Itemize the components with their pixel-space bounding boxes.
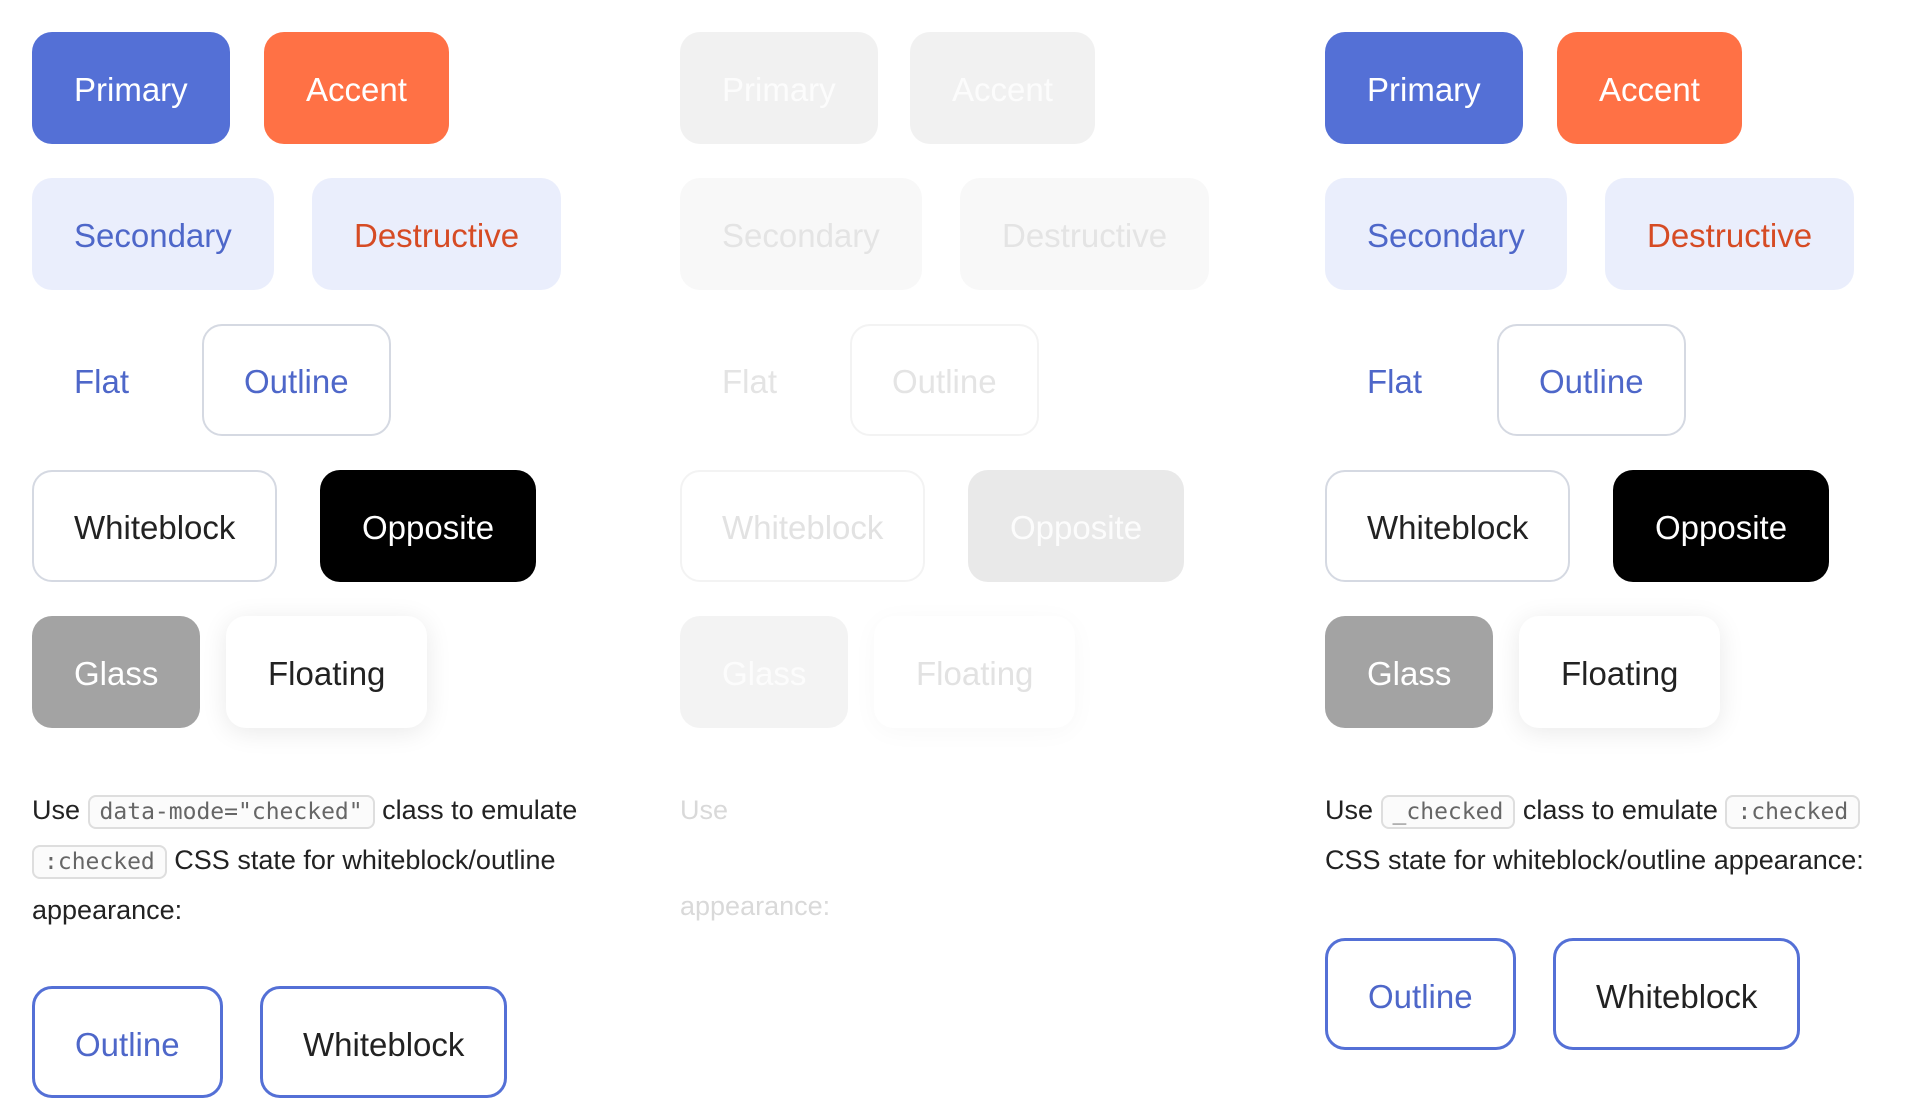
checked-description: Use appearance: [680, 786, 1270, 930]
whiteblock-button[interactable]: Whiteblock [1325, 470, 1571, 582]
checked-outline-button[interactable]: Outline [32, 986, 223, 1098]
flat-button[interactable]: Flat [32, 324, 171, 436]
secondary-button[interactable]: Secondary [1325, 178, 1567, 290]
flat-button[interactable]: Flat [1325, 324, 1464, 436]
accent-button[interactable]: Accent [1557, 32, 1742, 144]
desc-end2-text: appearance: [32, 895, 183, 925]
primary-button[interactable]: Primary [1325, 32, 1523, 144]
glass-button[interactable]: Glass [32, 616, 201, 728]
outline-button[interactable]: Outline [850, 324, 1039, 436]
floating-button[interactable]: Floating [874, 616, 1076, 728]
checked-whiteblock-button[interactable]: Whiteblock [260, 986, 508, 1098]
desc-mid-text: class to emulate [382, 795, 578, 825]
desc-use-text: Use [1325, 795, 1374, 825]
checked-description: Use _checked class to emulate :checked C… [1325, 786, 1920, 884]
destructive-button[interactable]: Destructive [1605, 178, 1855, 290]
outline-button[interactable]: Outline [1497, 324, 1686, 436]
opposite-button[interactable]: Opposite [968, 470, 1185, 582]
column-default-alt: Primary Accent Secondary Destructive Fla… [1293, 0, 1913, 1118]
primary-button[interactable]: Primary [680, 32, 878, 144]
destructive-button[interactable]: Destructive [960, 178, 1210, 290]
checked-description: Use data-mode="checked" class to emulate… [32, 786, 622, 934]
desc-end-text: CSS state for whiteblock/outline [174, 845, 556, 875]
flat-button[interactable]: Flat [680, 324, 819, 436]
destructive-button[interactable]: Destructive [312, 178, 562, 290]
checked-outline-button[interactable]: Outline [1325, 938, 1516, 1050]
opposite-button[interactable]: Opposite [1613, 470, 1830, 582]
secondary-button[interactable]: Secondary [680, 178, 922, 290]
whiteblock-button[interactable]: Whiteblock [680, 470, 926, 582]
floating-button[interactable]: Floating [1519, 616, 1721, 728]
desc-code-attribute: data-mode="checked" [87, 795, 375, 829]
column-default: Primary Accent Secondary Destructive Fla… [0, 0, 620, 1118]
desc-end-text: CSS state for whiteblock/outline appeara… [1325, 845, 1864, 875]
whiteblock-button[interactable]: Whiteblock [32, 470, 278, 582]
checked-whiteblock-button[interactable]: Whiteblock [1553, 938, 1801, 1050]
desc-end2-text: appearance: [680, 891, 831, 921]
secondary-button[interactable]: Secondary [32, 178, 274, 290]
desc-use-text: Use [680, 795, 729, 825]
floating-button[interactable]: Floating [226, 616, 428, 728]
desc-code-pseudo: :checked [1725, 795, 1861, 829]
desc-code-pseudo: :checked [32, 845, 167, 879]
opposite-button[interactable]: Opposite [320, 470, 537, 582]
desc-code-class: _checked [1380, 795, 1516, 829]
glass-button[interactable]: Glass [680, 616, 849, 728]
accent-button[interactable]: Accent [264, 32, 449, 144]
outline-button[interactable]: Outline [202, 324, 391, 436]
desc-mid-text: class to emulate [1522, 795, 1718, 825]
column-disabled: Primary Accent Secondary Destructive Fla… [648, 0, 1268, 1118]
accent-button[interactable]: Accent [910, 32, 1095, 144]
desc-use-text: Use [32, 795, 81, 825]
primary-button[interactable]: Primary [32, 32, 230, 144]
glass-button[interactable]: Glass [1325, 616, 1494, 728]
